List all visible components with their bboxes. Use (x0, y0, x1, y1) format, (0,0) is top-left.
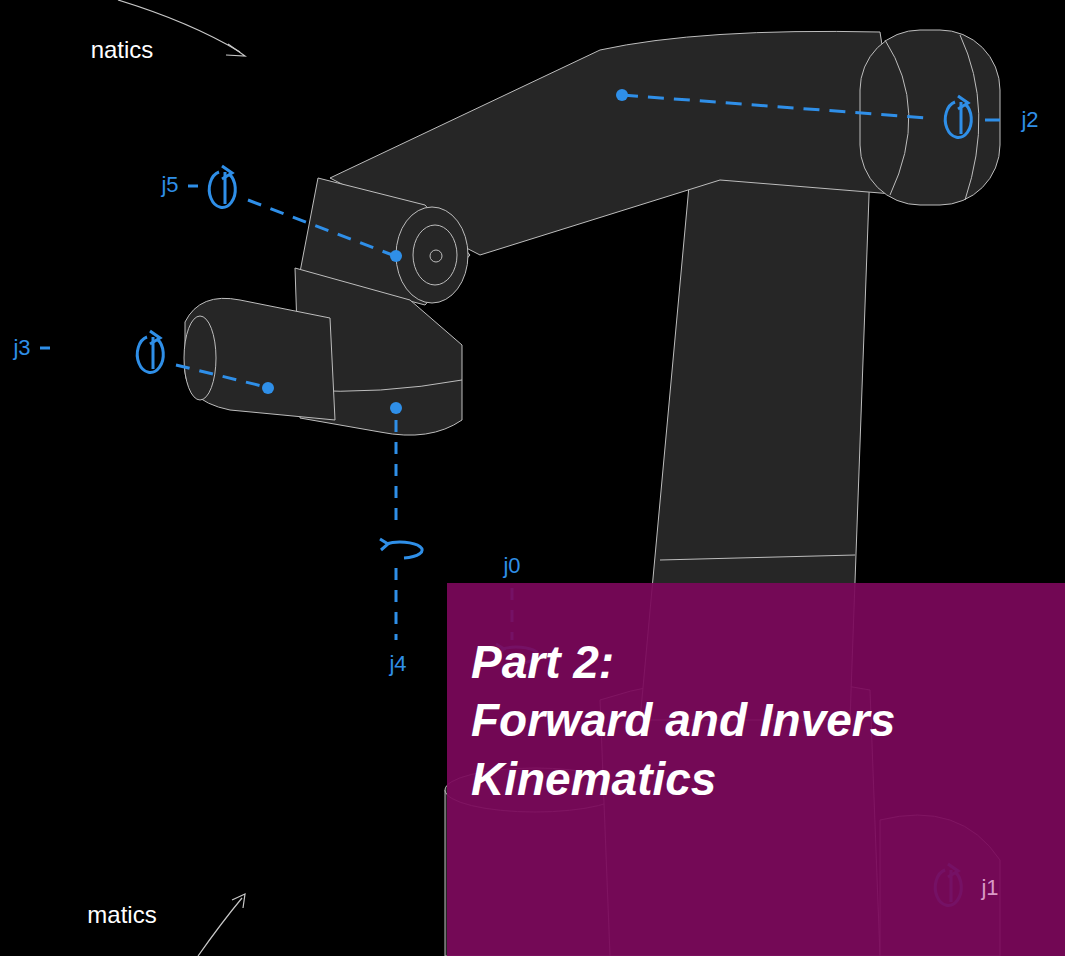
link-seam (660, 555, 855, 560)
joint-label: j3 (13, 337, 30, 359)
joint-label: j0 (503, 555, 520, 577)
flange-center (430, 250, 442, 262)
curved-arrow (198, 898, 242, 956)
joint-label: j4 (389, 653, 406, 675)
arrow-head (226, 44, 245, 56)
axis-dot (390, 402, 402, 414)
axis-line (395, 568, 398, 640)
tool-flange (396, 207, 468, 303)
axis-dash (188, 185, 198, 188)
cut-heading: natics (91, 38, 154, 62)
elbow-seam (960, 35, 979, 200)
rotation-icon (380, 539, 422, 558)
axis-dot (390, 250, 402, 262)
axis-line (622, 95, 928, 118)
axis-line (176, 365, 266, 387)
part-heading: Part 2: (471, 633, 1053, 691)
axis-dash (985, 119, 1000, 122)
rotation-icon (209, 166, 235, 207)
axis-dot (262, 382, 274, 394)
joint-label: j1 (981, 877, 998, 899)
cylinder-cap (184, 316, 216, 400)
rotation-icon (137, 331, 163, 372)
cut-heading: matics (87, 903, 156, 927)
title-panel: Part 2:Forward and Invers Kinematics (447, 583, 1065, 956)
axis-line (248, 200, 395, 256)
part-title: Forward and Invers Kinematics (471, 691, 1053, 808)
elbow-housing (860, 30, 1000, 205)
arrow-head (232, 894, 245, 908)
flange-ring (413, 225, 457, 285)
joint-label: j2 (1021, 109, 1038, 131)
elbow-seam (885, 40, 909, 195)
axis-dash (40, 347, 50, 350)
joint-label: j5 (161, 174, 178, 196)
rotation-icon (945, 96, 971, 137)
wrist-cylinder (185, 298, 335, 420)
axis-line (395, 420, 398, 530)
